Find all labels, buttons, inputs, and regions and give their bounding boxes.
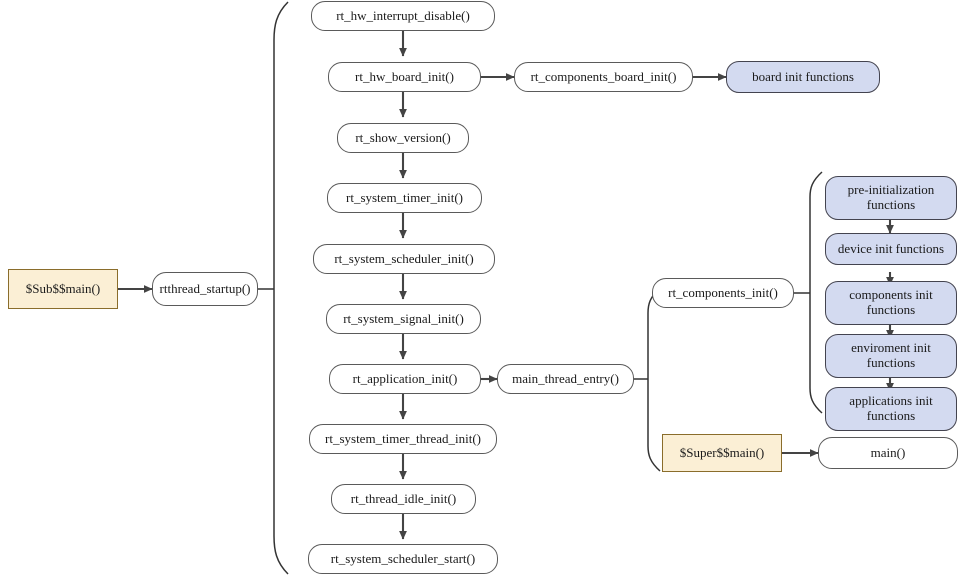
node-rt-system-timer-init[interactable]: rt_system_timer_init() xyxy=(327,183,482,213)
node-main-thread-entry-label: main_thread_entry() xyxy=(512,370,619,386)
node-pre-initialization-functions[interactable]: pre-initialization functions xyxy=(825,176,957,220)
node-rt-system-signal-init-label: rt_system_signal_init() xyxy=(343,310,464,326)
node-rt-thread-idle-init-label: rt_thread_idle_init() xyxy=(350,490,457,506)
brace-init-functions xyxy=(809,171,823,414)
node-rt-show-version[interactable]: rt_show_version() xyxy=(337,123,469,153)
node-rt-application-init-label: rt_application_init() xyxy=(352,370,458,386)
arrow-group xyxy=(118,31,894,540)
node-rt-system-timer-thread-init[interactable]: rt_system_timer_thread_init() xyxy=(309,424,497,454)
node-rt-hw-interrupt-disable[interactable]: rt_hw_interrupt_disable() xyxy=(311,1,495,31)
node-main-thread-entry[interactable]: main_thread_entry() xyxy=(497,364,634,394)
node-rt-system-scheduler-init[interactable]: rt_system_scheduler_init() xyxy=(313,244,495,274)
node-enviroment-init-functions-label: enviroment init functions xyxy=(851,340,931,370)
node-rt-system-signal-init[interactable]: rt_system_signal_init() xyxy=(326,304,481,334)
node-pre-initialization-functions-label: pre-initialization functions xyxy=(847,182,935,212)
node-board-init-functions[interactable]: board init functions xyxy=(726,61,880,93)
node-components-init-functions-label: components init functions xyxy=(849,287,933,317)
node-rt-system-scheduler-start-label: rt_system_scheduler_start() xyxy=(330,550,476,566)
node-rt-system-timer-init-label: rt_system_timer_init() xyxy=(346,189,463,205)
node-sub-main-label: $Sub$$main() xyxy=(25,280,101,296)
node-rt-show-version-label: rt_show_version() xyxy=(355,129,451,145)
node-main-label: main() xyxy=(870,444,906,460)
node-rt-components-init[interactable]: rt_components_init() xyxy=(652,278,794,308)
node-rt-hw-board-init-label: rt_hw_board_init() xyxy=(355,68,454,84)
node-rtthread-startup[interactable]: rtthread_startup() xyxy=(152,272,258,306)
node-board-init-functions-label: board init functions xyxy=(752,68,854,84)
node-rt-components-init-label: rt_components_init() xyxy=(668,284,778,300)
node-applications-init-functions-label: applications init functions xyxy=(849,393,933,423)
node-rt-system-timer-thread-init-label: rt_system_timer_thread_init() xyxy=(325,430,481,446)
node-main[interactable]: main() xyxy=(818,437,958,469)
node-rtthread-startup-label: rtthread_startup() xyxy=(159,280,251,296)
node-enviroment-init-functions[interactable]: enviroment init functions xyxy=(825,334,957,378)
node-device-init-functions[interactable]: device init functions xyxy=(825,233,957,265)
node-rt-hw-board-init[interactable]: rt_hw_board_init() xyxy=(328,62,481,92)
node-rt-components-board-init-label: rt_components_board_init() xyxy=(530,68,677,84)
node-sub-main[interactable]: $Sub$$main() xyxy=(8,269,118,309)
node-super-main-label: $Super$$main() xyxy=(679,444,765,460)
brace-app-branch xyxy=(647,287,661,472)
node-applications-init-functions[interactable]: applications init functions xyxy=(825,387,957,431)
node-rt-components-board-init[interactable]: rt_components_board_init() xyxy=(514,62,693,92)
brace-startup-chain xyxy=(273,1,289,575)
node-rt-hw-interrupt-disable-label: rt_hw_interrupt_disable() xyxy=(336,7,470,23)
node-rt-application-init[interactable]: rt_application_init() xyxy=(329,364,481,394)
node-rt-thread-idle-init[interactable]: rt_thread_idle_init() xyxy=(331,484,476,514)
node-device-init-functions-label: device init functions xyxy=(837,240,945,256)
node-rt-system-scheduler-init-label: rt_system_scheduler_init() xyxy=(334,250,474,266)
node-super-main[interactable]: $Super$$main() xyxy=(662,434,782,472)
node-rt-system-scheduler-start[interactable]: rt_system_scheduler_start() xyxy=(308,544,498,574)
node-components-init-functions[interactable]: components init functions xyxy=(825,281,957,325)
